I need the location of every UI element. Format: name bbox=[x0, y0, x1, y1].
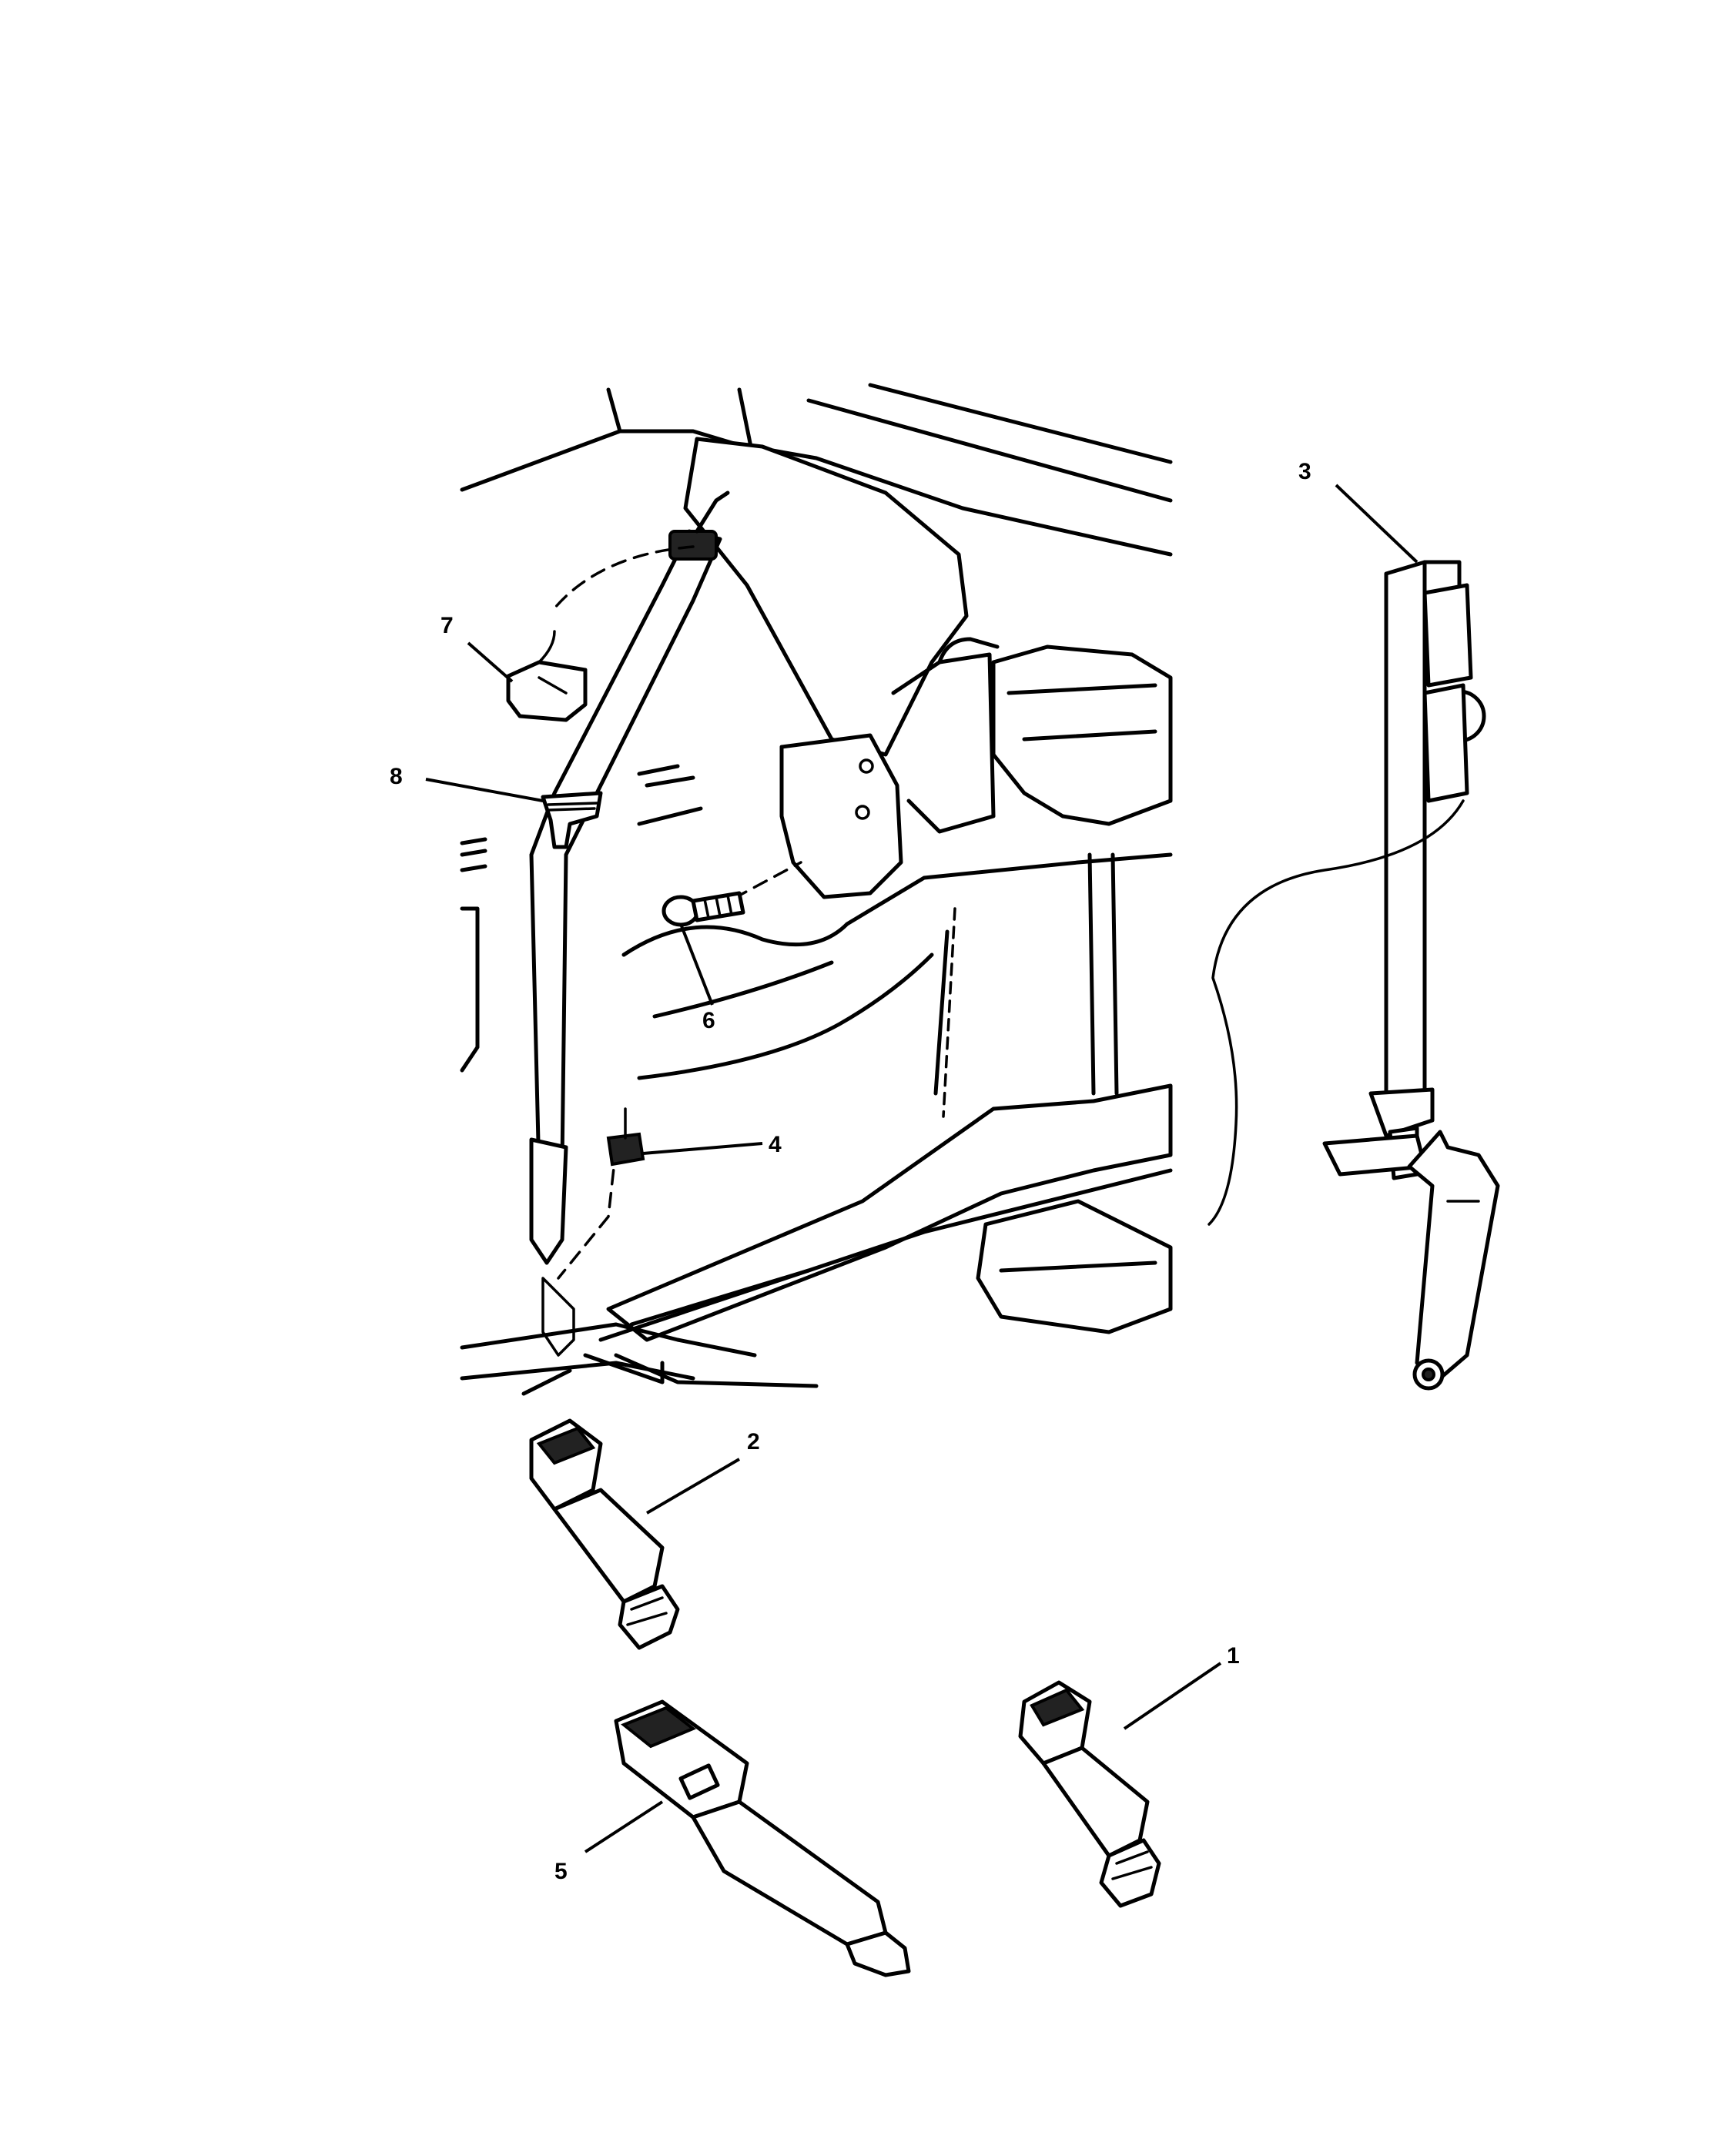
leader-2 bbox=[645, 1458, 741, 1515]
callout-3: 3 bbox=[1298, 459, 1311, 484]
leader-4 bbox=[642, 1142, 763, 1155]
leader-1 bbox=[1123, 1662, 1222, 1730]
buckle-part-5 bbox=[614, 1699, 911, 1977]
seat-belt-assembly-part bbox=[1208, 560, 1500, 1391]
bolt-part bbox=[662, 891, 745, 927]
vehicle-body-interior bbox=[460, 383, 1173, 1396]
leader-6 bbox=[679, 923, 714, 1006]
leader-5 bbox=[584, 1800, 664, 1853]
leader-8 bbox=[425, 778, 544, 802]
callout-7: 7 bbox=[440, 613, 454, 638]
callout-6: 6 bbox=[702, 1008, 715, 1033]
clip-part bbox=[606, 1107, 645, 1167]
upper-anchor-bracket bbox=[668, 530, 718, 561]
buckle-part-1 bbox=[1018, 1680, 1161, 1908]
leader-3 bbox=[1335, 484, 1419, 564]
callout-5: 5 bbox=[554, 1859, 568, 1884]
callout-2: 2 bbox=[747, 1429, 760, 1455]
leader-7 bbox=[467, 641, 514, 683]
guide-part bbox=[541, 791, 603, 849]
callout-8: 8 bbox=[390, 764, 403, 789]
callout-1: 1 bbox=[1227, 1643, 1240, 1669]
buckle-part-2 bbox=[529, 1418, 680, 1650]
callout-4: 4 bbox=[769, 1132, 782, 1157]
cover-part bbox=[506, 630, 588, 722]
callout-labels: 3 7 8 6 4 2 1 5 bbox=[390, 459, 1311, 1884]
callout-leaders bbox=[425, 484, 1419, 1853]
